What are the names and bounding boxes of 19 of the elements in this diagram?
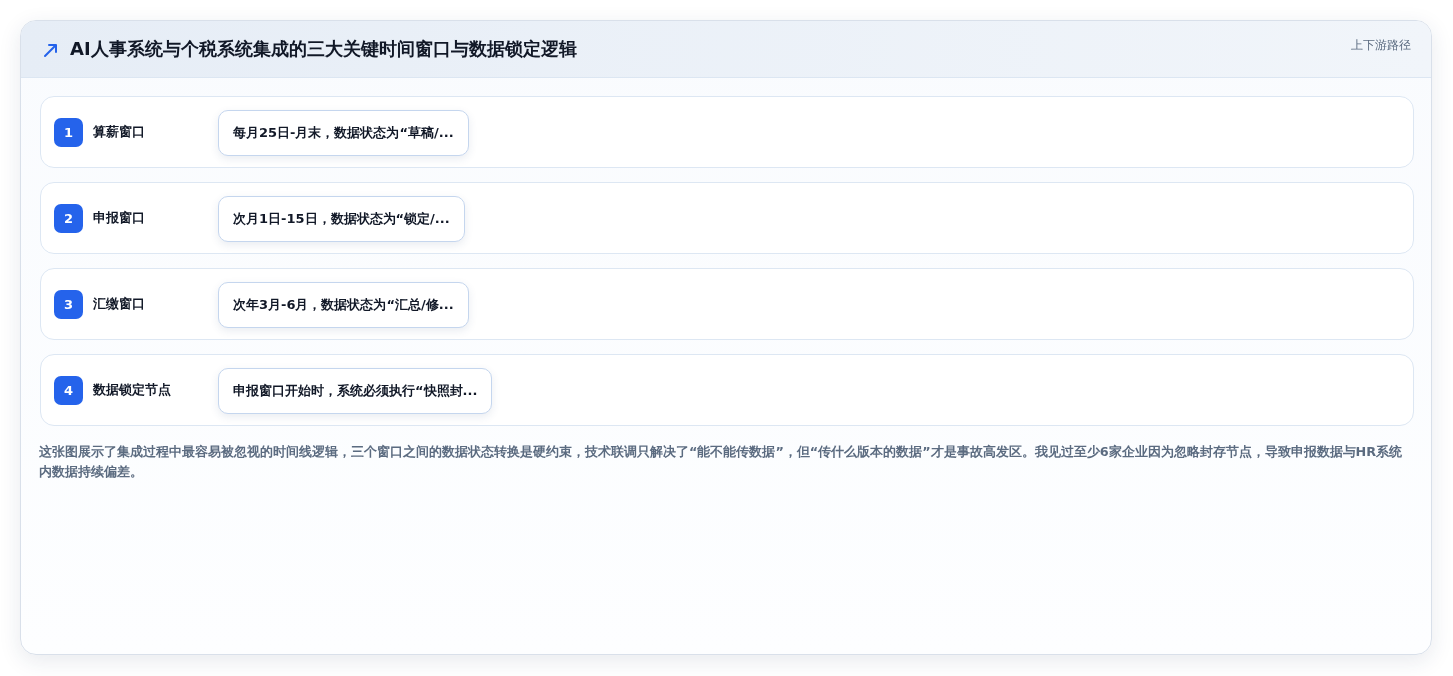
window-row-card — [40, 96, 1414, 168]
window-row-card — [40, 268, 1414, 340]
window-row-card — [40, 182, 1414, 254]
step-number: 4 — [54, 376, 83, 405]
window-label: 申报窗口 — [93, 209, 145, 227]
window-label: 算薪窗口 — [93, 123, 145, 141]
step-number: 2 — [54, 204, 83, 233]
window-label: 数据锁定节点 — [93, 381, 171, 399]
caption-paragraph: 这张图展示了集成过程中最容易被忽视的时间线逻辑，三个窗口之间的数据状态转换是硬约束，技术联调只解决了“能不能传数据”，但“传什么版本的数据”才是事故高发区。我见过至少6家企业因为忽略封存节点，导致申报数据与HR系统内数据持续偏差。 — [39, 443, 1404, 481]
description-tag: 次月1日-15日，数据状态为“锁定/... — [218, 196, 465, 242]
header-note: 上下游路径 — [1351, 37, 1411, 53]
description-tag: 申报窗口开始时，系统必须执行“快照封... — [218, 368, 493, 414]
description-tag: 每月25日-月末，数据状态为“草稿/... — [218, 110, 469, 156]
step-number: 3 — [54, 290, 83, 319]
window-row-card — [40, 354, 1414, 426]
window-label: 汇缴窗口 — [93, 295, 145, 313]
step-number: 1 — [54, 118, 83, 147]
title: AI人事系统与个税系统集成的三大关键时间窗口与数据锁定逻辑 — [70, 37, 577, 61]
description-tag: 次年3月-6月，数据状态为“汇总/修... — [218, 282, 469, 328]
